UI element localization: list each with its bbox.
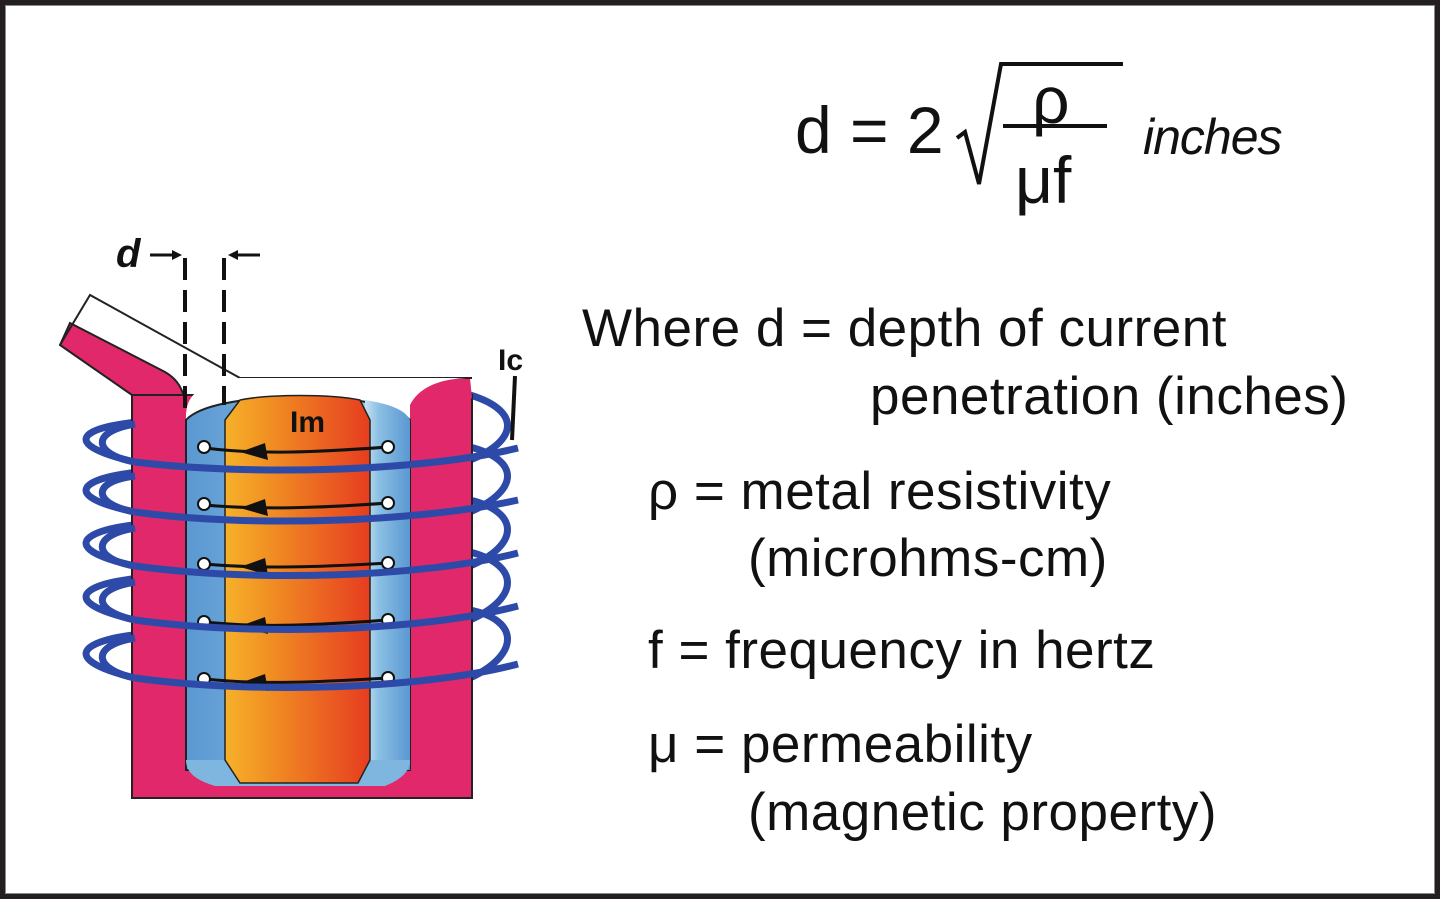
- definition-mu-line2: (magnetic property): [748, 783, 1218, 842]
- arrow-left-icon: [228, 250, 238, 260]
- arrow-right-icon: [172, 250, 182, 260]
- definition-f-line1: f = frequency in hertz: [648, 621, 1156, 680]
- metal-current-label: Im: [290, 406, 325, 439]
- depth-label: d: [116, 232, 142, 276]
- definition-d-line2: penetration (inches): [870, 367, 1349, 426]
- formula-numerator: ρ: [1032, 63, 1070, 137]
- definition-mu-line1: μ = permeability: [648, 715, 1033, 774]
- coil-current-leader: [510, 375, 517, 441]
- arrow-left-icon: [240, 443, 268, 460]
- square-root-icon: [955, 62, 1123, 185]
- definition-rho-line1: ρ = metal resistivity: [648, 462, 1112, 521]
- eddy-current-arrow: [197, 496, 395, 516]
- formula-denominator: μf: [1015, 143, 1072, 217]
- formula-lhs: d = 2: [795, 93, 944, 167]
- induction-coil: [98, 420, 519, 691]
- formula-unit: inches: [1143, 109, 1283, 165]
- arrow-left-icon: [240, 499, 268, 516]
- definition-rho-line2: (microhms-cm): [748, 529, 1108, 588]
- definition-d-line1: Where d = depth of current: [582, 299, 1227, 358]
- arrow-left-icon: [240, 558, 268, 575]
- eddy-current-arrow: [197, 440, 395, 460]
- coil-current-label: Ic: [498, 344, 523, 377]
